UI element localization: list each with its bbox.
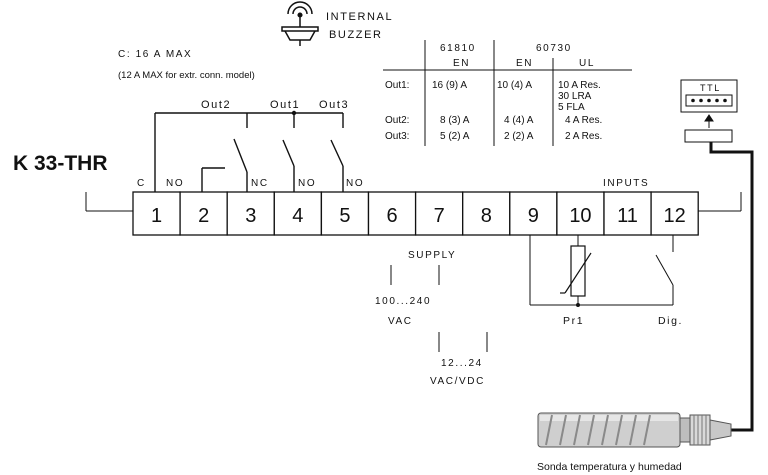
supply-dc-range: 12...24 — [441, 358, 483, 369]
terminal-number: 8 — [481, 205, 492, 227]
terminal-11: 11 — [603, 191, 652, 236]
terminal-box — [367, 191, 417, 236]
contact-no-label: NO — [166, 178, 184, 189]
digital-input-label: Dig. — [658, 315, 683, 327]
sensor-cable — [709, 142, 754, 432]
ttl-connector — [680, 79, 738, 143]
supply-dc-unit: VAC/VDC — [430, 376, 485, 387]
table-cell: 10 (4) A — [497, 80, 532, 91]
terminal-number: 1 — [151, 205, 162, 227]
table-row-label-out1: Out1: — [385, 80, 409, 91]
terminal-number: 4 — [292, 205, 303, 227]
terminal-number: 3 — [245, 205, 256, 227]
supply-ac-range: 100...240 — [375, 296, 431, 307]
terminal-number: 11 — [617, 205, 638, 227]
supply-label: SUPPLY — [408, 250, 456, 261]
terminal-5: 5 — [320, 191, 370, 236]
table-cell: 30 LRA — [558, 91, 592, 102]
terminal-10: 10 — [556, 191, 605, 236]
probe-pr1-label: Pr1 — [563, 315, 584, 327]
table-row-label-out3: Out3: — [385, 131, 409, 142]
model-label: K 33-THR — [13, 152, 108, 175]
table-cell: 4 A Res. — [565, 115, 602, 126]
sensor-caption: Sonda temperatura y humedad — [537, 461, 682, 473]
inputs-label: INPUTS — [603, 178, 649, 189]
table-subheader-en-2: EN — [516, 58, 533, 69]
supply-wiring — [390, 265, 488, 352]
table-group-61810: 61810 — [440, 43, 476, 54]
contact-nc-label: NC — [251, 178, 269, 189]
terminal-box — [509, 191, 558, 236]
terminal-3: 3 — [226, 191, 275, 236]
terminal-box — [462, 191, 511, 236]
terminal-number: 10 — [569, 205, 591, 227]
terminal-number: 5 — [339, 205, 350, 227]
contact-no-label: NO — [346, 178, 364, 189]
terminal-box — [179, 191, 228, 236]
ratings-table: 61810 60730 EN EN UL Out1: 16 (9) A 10 (… — [383, 40, 632, 146]
junction-dot — [576, 303, 580, 307]
table-cell: 5 (2) A — [440, 131, 470, 142]
terminal-block-outline — [85, 192, 742, 212]
terminal-1: 1 — [132, 191, 181, 236]
supply-ac-unit: VAC — [388, 316, 413, 327]
table-cell: 16 (9) A — [432, 80, 467, 91]
contact-rating-line1: C: 16 A MAX — [118, 49, 192, 60]
terminal-4: 4 — [273, 191, 323, 236]
terminal-12: 12 — [650, 191, 699, 236]
relay-wiring — [154, 112, 344, 192]
out1-label: Out1 — [270, 99, 300, 111]
terminal-box — [414, 191, 464, 236]
humidity-temperature-sensor-icon — [537, 412, 732, 448]
table-cell: 10 A Res. — [558, 80, 601, 91]
terminal-number: 12 — [664, 205, 686, 227]
terminal-box — [132, 191, 181, 236]
input-wiring — [529, 235, 674, 306]
buzzer-label-line1: INTERNAL — [326, 11, 393, 23]
terminal-number: 9 — [528, 205, 539, 227]
out3-label: Out3 — [319, 99, 349, 111]
contact-c-label: C — [137, 178, 146, 189]
ttl-label: TTL — [700, 83, 721, 93]
terminal-box — [273, 191, 323, 236]
buzzer-label-line2: BUZZER — [329, 29, 383, 41]
table-cell: 5 FLA — [558, 102, 585, 113]
table-cell: 8 (3) A — [440, 115, 470, 126]
table-cell: 2 (2) A — [504, 131, 534, 142]
table-row-label-out2: Out2: — [385, 115, 409, 126]
ntc-probe-icon — [560, 245, 592, 297]
terminal-2: 2 — [179, 191, 228, 236]
terminal-number: 7 — [434, 205, 445, 227]
table-subheader-ul: UL — [579, 58, 595, 69]
terminal-8: 8 — [462, 191, 511, 236]
terminal-6: 6 — [367, 191, 417, 236]
terminal-box — [650, 191, 699, 236]
contact-no-label: NO — [298, 178, 316, 189]
junction-dot — [291, 110, 297, 116]
terminal-7: 7 — [414, 191, 464, 236]
contact-rating-line2: (12 A MAX for extr. conn. model) — [118, 70, 255, 81]
table-group-60730: 60730 — [536, 43, 572, 54]
terminal-number: 2 — [198, 205, 209, 227]
buzzer-icon — [281, 1, 319, 46]
out2-label: Out2 — [201, 99, 231, 111]
terminal-9: 9 — [509, 191, 558, 236]
table-cell: 2 A Res. — [565, 131, 602, 142]
table-cell: 4 (4) A — [504, 115, 534, 126]
terminal-number: 6 — [386, 205, 397, 227]
table-subheader-en-1: EN — [453, 58, 470, 69]
